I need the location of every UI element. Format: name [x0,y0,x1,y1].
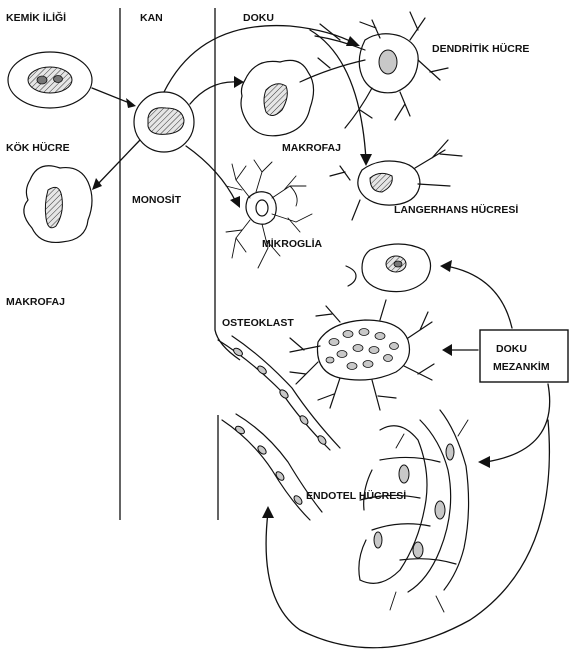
stem-cell [8,52,92,108]
endothelial-network [359,410,469,612]
label-monocyte: MONOSİT [132,193,182,206]
label-langerhans-cell: LANGERHANS HÜCRESİ [394,203,518,216]
label-osteoclast: OSTEOKLAST [222,317,294,329]
label-macrophage-marrow: MAKROFAJ [6,296,65,308]
divider-blood-tissue [215,8,240,360]
endothelial-strand-lower [222,414,322,520]
label-bone-marrow: KEMİK İLİĞİ [6,11,66,24]
mesenchyme-box [480,330,568,382]
label-mesenchyme-line2: MEZANKİM [493,360,550,373]
label-endothelial-cell: ENDOTEL HÜCRESİ [306,489,406,502]
macrophage-tissue [241,60,314,135]
dendritic-cell [300,12,448,128]
tissue-cell-oval [346,244,431,292]
label-mesenchyme-line1: DOKU [496,343,527,355]
label-stem-cell: KÖK HÜCRE [6,141,70,154]
label-macrophage-tissue: MAKROFAJ [282,142,341,154]
macrophage-marrow [24,166,92,243]
microglia [226,160,312,268]
label-dendritic-cell: DENDRİTİK HÜCRE [432,42,529,55]
monocyte [134,92,194,152]
osteoclast [290,300,434,410]
label-microglia: MİKROGLİA [262,237,322,250]
label-blood: KAN [140,12,163,24]
label-tissue: DOKU [243,12,274,24]
